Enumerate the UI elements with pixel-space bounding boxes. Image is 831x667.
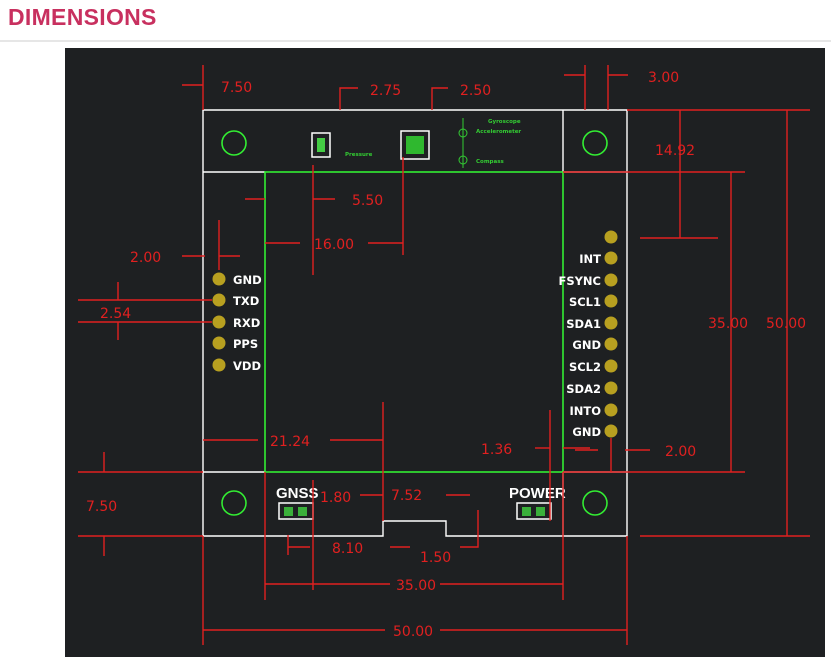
- pin-pad: [604, 294, 618, 308]
- silk-pressure: Pressure: [345, 152, 373, 158]
- dim-2-54: 2.54: [100, 306, 131, 322]
- board-outline: [202, 109, 628, 537]
- pin-pad: [604, 273, 618, 287]
- right-pin-header: INT FSYNC SCL1 SDA1 GND SCL2 SDA2 INTO G…: [558, 230, 618, 439]
- right-pin-label: SCL1: [569, 295, 601, 309]
- pin-pad: [212, 293, 226, 307]
- dim-7-50-top: 7.50: [221, 80, 252, 96]
- dim-1-50: 1.50: [420, 550, 451, 566]
- dim-50-00-bottom: 50.00: [393, 624, 433, 640]
- power-label: POWER: [509, 485, 566, 502]
- pcb-inner-outline: [264, 171, 564, 473]
- pin-pad: [604, 337, 618, 351]
- dim-2-00-right: 2.00: [665, 444, 696, 460]
- left-pin-label: RXD: [233, 316, 260, 330]
- pin-pad: [604, 381, 618, 395]
- axis-marker-circle-1: [458, 128, 468, 138]
- pin-pad: [212, 315, 226, 329]
- right-pin-label: FSYNC: [558, 274, 601, 288]
- axis-marker-circle-2: [458, 155, 468, 165]
- dim-5-50: 5.50: [352, 193, 383, 209]
- mounting-hole-tl: [221, 130, 247, 156]
- pin-pad: [604, 403, 618, 417]
- gnss-label: GNSS: [276, 485, 319, 502]
- dim-7-52: 7.52: [391, 488, 422, 504]
- imu-die: [406, 136, 424, 154]
- dim-14-92: 14.92: [655, 143, 695, 159]
- imu-chip: [400, 130, 430, 160]
- drawing-background: [65, 48, 825, 657]
- left-pin-label: TXD: [233, 294, 259, 308]
- left-pin-label: GND: [233, 273, 262, 287]
- right-pin-label: SDA2: [566, 382, 601, 396]
- page-title: DIMENSIONS: [8, 4, 157, 30]
- dim-1-36: 1.36: [481, 442, 512, 458]
- silk-gyroscope: Gyroscope: [488, 119, 521, 125]
- right-pin-label: SCL2: [569, 360, 601, 374]
- dim-35-00-bottom: 35.00: [396, 578, 436, 594]
- mounting-hole-tr: [582, 130, 608, 156]
- gnss-led-pad-1: [284, 507, 293, 516]
- gnss-led-pad-2: [298, 507, 307, 516]
- mounting-hole-bl: [221, 490, 247, 516]
- pin-pad: [212, 336, 226, 350]
- dim-7-50-left: 7.50: [86, 499, 117, 515]
- right-pin-label: INT: [579, 252, 601, 266]
- dim-35-00-right: 35.00: [708, 316, 748, 332]
- dim-50-00-right: 50.00: [766, 316, 806, 332]
- dim-2-00-left: 2.00: [130, 250, 161, 266]
- mounting-hole-br: [582, 490, 608, 516]
- left-pin-header: GND TXD RXD PPS VDD: [212, 272, 262, 373]
- right-pin-label: GND: [572, 425, 601, 439]
- pressure-sensor-die: [317, 138, 325, 152]
- dim-3-00: 3.00: [648, 70, 679, 86]
- pin-pad: [604, 424, 618, 438]
- dim-16-00: 16.00: [314, 237, 354, 253]
- pin-pad: [212, 358, 226, 372]
- dimension-lines: [78, 65, 810, 645]
- right-pin-label: INTO: [569, 404, 601, 418]
- silk-compass: Compass: [476, 159, 504, 165]
- left-pin-label: VDD: [233, 359, 261, 373]
- pin-pad: [604, 251, 618, 265]
- right-pin-label: SDA1: [566, 317, 601, 331]
- pin-pad: [604, 316, 618, 330]
- title-divider: [0, 40, 831, 42]
- pin-pad: [604, 230, 618, 244]
- dim-21-24: 21.24: [270, 434, 310, 450]
- power-led-pad-1: [522, 507, 531, 516]
- power-led: [516, 502, 552, 520]
- pin-pad: [212, 272, 226, 286]
- dim-2-50: 2.50: [460, 83, 491, 99]
- dim-2-75: 2.75: [370, 83, 401, 99]
- left-pin-label: PPS: [233, 337, 258, 351]
- dim-1-80: 1.80: [320, 490, 351, 506]
- power-led-pad-2: [536, 507, 545, 516]
- dim-8-10: 8.10: [332, 541, 363, 557]
- pressure-sensor-chip: [311, 132, 331, 158]
- silk-accelerometer: Accelerometer: [476, 129, 521, 135]
- right-pin-label: GND: [572, 338, 601, 352]
- pin-pad: [604, 359, 618, 373]
